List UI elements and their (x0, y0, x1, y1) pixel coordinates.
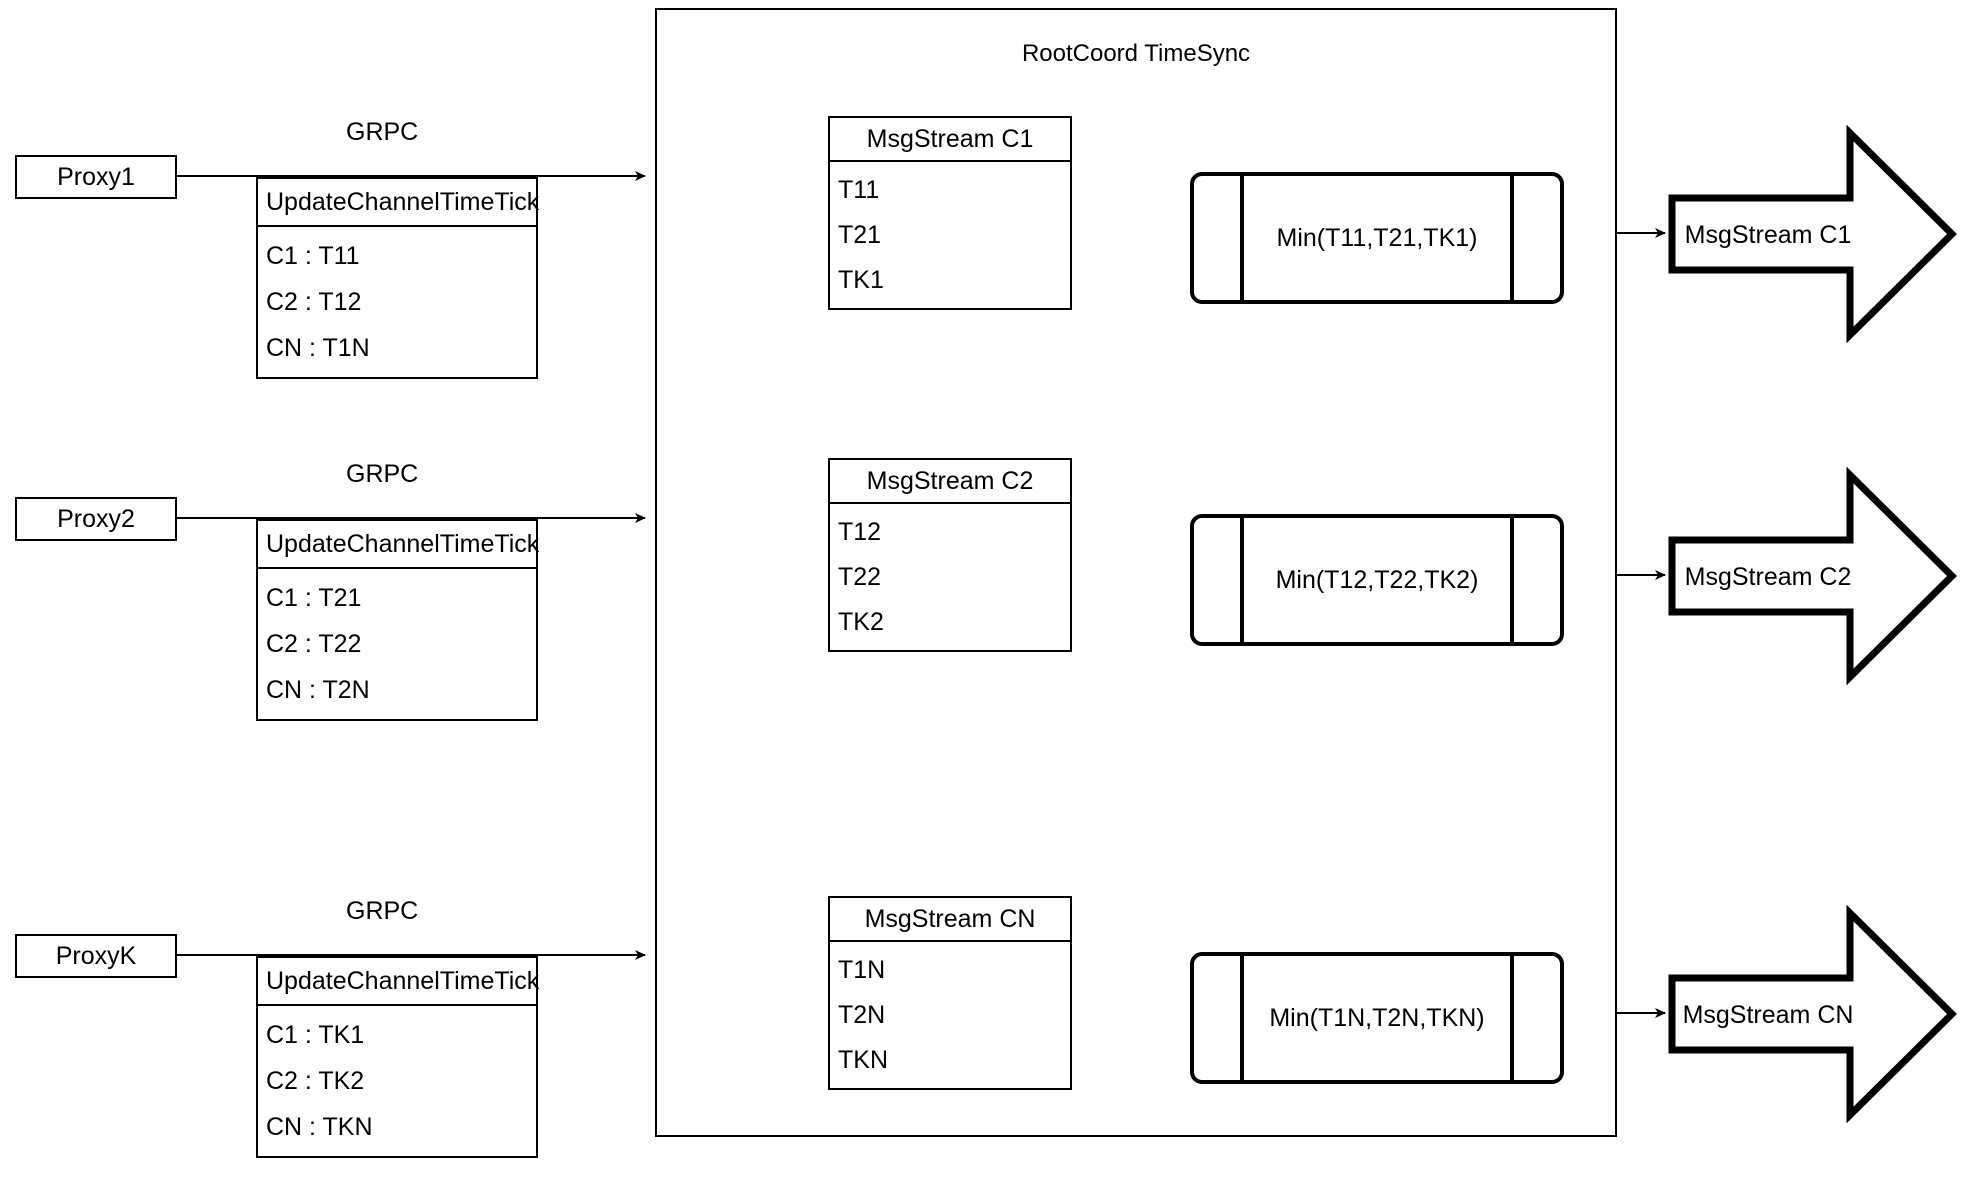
proc-right-bar (1510, 956, 1514, 1080)
update-channel-timetick-title-1: UpdateChannelTimeTick (258, 179, 539, 227)
tick-row: TK2 (838, 607, 884, 636)
output-label-c2: MsgStream C2 (1684, 563, 1852, 591)
msgstream-ticks-c1: T11 T21 TK1 (830, 162, 1070, 308)
timetick-row: CN : T2N (266, 676, 370, 704)
tick-row: T12 (838, 518, 882, 547)
tick-row: T22 (838, 562, 882, 591)
proc-right-bar (1510, 518, 1514, 642)
update-channel-timetick-box-k: UpdateChannelTimeTick C1 : TK1 C2 : TK2 … (256, 956, 539, 1158)
timetick-row: C2 : TK2 (266, 1067, 365, 1095)
grpc-label-1: GRPC (342, 118, 423, 147)
proc-left-bar (1240, 176, 1244, 300)
proxy-box-1[interactable]: Proxy1 (15, 155, 177, 199)
proxy-box-k[interactable]: ProxyK (15, 934, 177, 978)
output-block-arrow-c2: MsgStream C2 (1668, 467, 1958, 685)
output-block-arrow-c1: MsgStream C1 (1668, 125, 1958, 343)
proc-left-bar (1240, 956, 1244, 1080)
timetick-row: C1 : TK1 (266, 1021, 365, 1049)
tick-row: T1N (838, 956, 886, 985)
timetick-row: C1 : T21 (266, 584, 362, 612)
msgstream-ticks-c2: T12 T22 TK2 (830, 504, 1070, 650)
proc-left-bar (1240, 518, 1244, 642)
min-label-c2: Min(T12,T22,TK2) (1275, 565, 1479, 594)
timetick-row: CN : TKN (266, 1113, 373, 1141)
timetick-row: CN : T1N (266, 334, 370, 362)
tick-row: TKN (838, 1045, 888, 1074)
timetick-row: C2 : T22 (266, 630, 362, 658)
tick-row: T21 (838, 220, 882, 249)
msgstream-title-cn: MsgStream CN (830, 898, 1070, 942)
min-label-c1: Min(T11,T21,TK1) (1276, 223, 1478, 252)
tick-row: T11 (838, 176, 880, 205)
msgstream-box-c2: MsgStream C2 T12 T22 TK2 (828, 458, 1072, 652)
grpc-label-3: GRPC (342, 897, 423, 926)
proxy-box-2[interactable]: Proxy2 (15, 497, 177, 541)
min-process-box-c1: Min(T11,T21,TK1) (1190, 172, 1564, 304)
output-block-arrow-cn: MsgStream CN (1668, 905, 1958, 1123)
msgstream-title-c2: MsgStream C2 (830, 460, 1070, 504)
timetick-row: C1 : T11 (266, 242, 360, 270)
proxy-label: Proxy1 (57, 162, 135, 191)
tick-row: T2N (838, 1000, 886, 1029)
update-channel-timetick-rows-1: C1 : T11 C2 : T12 CN : T1N (258, 227, 536, 377)
grpc-label-2: GRPC (342, 460, 423, 489)
update-channel-timetick-title-k: UpdateChannelTimeTick (258, 958, 539, 1006)
timetick-row: C2 : T12 (266, 288, 362, 316)
output-label-c1: MsgStream C1 (1684, 221, 1852, 249)
update-channel-timetick-title-2: UpdateChannelTimeTick (258, 521, 539, 569)
min-process-box-cn: Min(T1N,T2N,TKN) (1190, 952, 1564, 1084)
proxy-label: ProxyK (55, 941, 137, 970)
proxy-label: Proxy2 (57, 504, 135, 533)
msgstream-ticks-cn: T1N T2N TKN (830, 942, 1070, 1088)
output-label-cn: MsgStream CN (1682, 1001, 1854, 1029)
update-channel-timetick-box-2: UpdateChannelTimeTick C1 : T21 C2 : T22 … (256, 519, 539, 721)
update-channel-timetick-rows-2: C1 : T21 C2 : T22 CN : T2N (258, 569, 536, 719)
min-label-cn: Min(T1N,T2N,TKN) (1269, 1003, 1485, 1032)
msgstream-box-cn: MsgStream CN T1N T2N TKN (828, 896, 1072, 1090)
min-process-box-c2: Min(T12,T22,TK2) (1190, 514, 1564, 646)
msgstream-box-c1: MsgStream C1 T11 T21 TK1 (828, 116, 1072, 310)
proc-right-bar (1510, 176, 1514, 300)
container-title: RootCoord TimeSync (1021, 40, 1251, 67)
update-channel-timetick-box-1: UpdateChannelTimeTick C1 : T11 C2 : T12 … (256, 177, 539, 379)
update-channel-timetick-rows-k: C1 : TK1 C2 : TK2 CN : TKN (258, 1006, 536, 1156)
msgstream-title-c1: MsgStream C1 (830, 118, 1070, 162)
tick-row: TK1 (838, 265, 884, 294)
